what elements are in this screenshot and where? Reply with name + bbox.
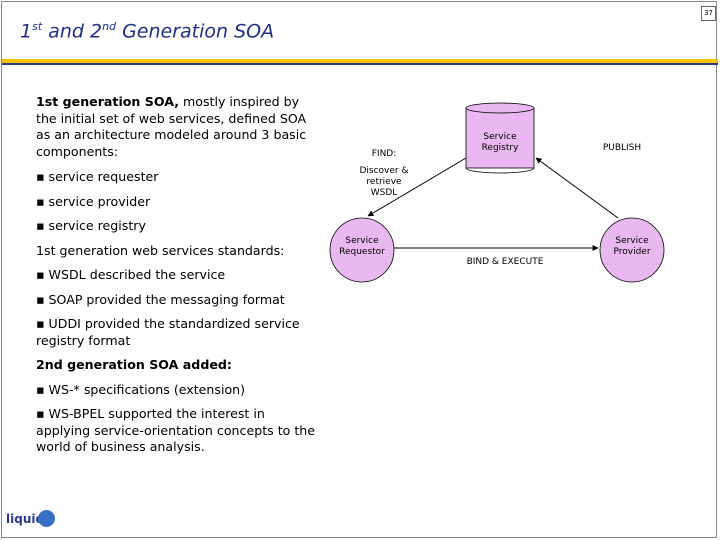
find-arrow xyxy=(367,157,467,217)
bullet-wsdl: ▪ WSDL described the service xyxy=(36,267,226,282)
logo-circle-icon xyxy=(38,510,55,527)
soa-diagram: Service Registry Service Requestor Servi… xyxy=(320,96,720,396)
paragraph-standards: 1st generation web services standards: xyxy=(36,242,285,258)
publish-label: PUBLISH xyxy=(602,143,642,153)
soa-diagram-svg xyxy=(329,102,665,283)
paragraph-second-gen: 2nd generation SOA added: xyxy=(36,357,232,372)
bullet-ws-bpel: ▪ WS-BPEL supported the interest in appl… xyxy=(36,406,316,454)
requestor-label: Service Requestor xyxy=(339,236,385,257)
bullet-uddi: ▪ UDDI provided the standardized service… xyxy=(36,316,300,348)
find-label: FIND: xyxy=(371,149,397,159)
bullet-provider: ▪ service provider xyxy=(36,193,151,209)
requestor-circle xyxy=(329,217,395,283)
body-text: 1st generation SOA, mostly inspired by t… xyxy=(36,94,316,456)
bullet-ws-star: ▪ WS-* specifications (extension) xyxy=(36,381,246,397)
title-divider-yellow xyxy=(2,59,718,63)
title-divider-blue xyxy=(2,63,718,65)
bullet-registry: ▪ service registry xyxy=(36,218,146,233)
slide-title: 1st and 2nd Generation SOA xyxy=(20,20,275,43)
provider-label: Service Provider xyxy=(613,236,651,257)
bind-label: BIND & EXECUTE xyxy=(466,257,544,267)
bullet-requester: ▪ service requester xyxy=(36,169,159,184)
paragraph-intro: 1st generation SOA, mostly inspired by t… xyxy=(36,94,307,159)
page-number: 37 xyxy=(701,6,716,21)
registry-label: Service Registry xyxy=(481,132,519,153)
publish-arrow xyxy=(535,157,619,219)
liquid-logo: liquid xyxy=(6,512,45,526)
registry-cylinder xyxy=(465,102,535,174)
bullet-soap: ▪ SOAP provided the messaging format xyxy=(36,291,285,307)
discover-label: Discover & retrieve WSDL xyxy=(359,166,409,198)
provider-circle xyxy=(599,217,665,283)
